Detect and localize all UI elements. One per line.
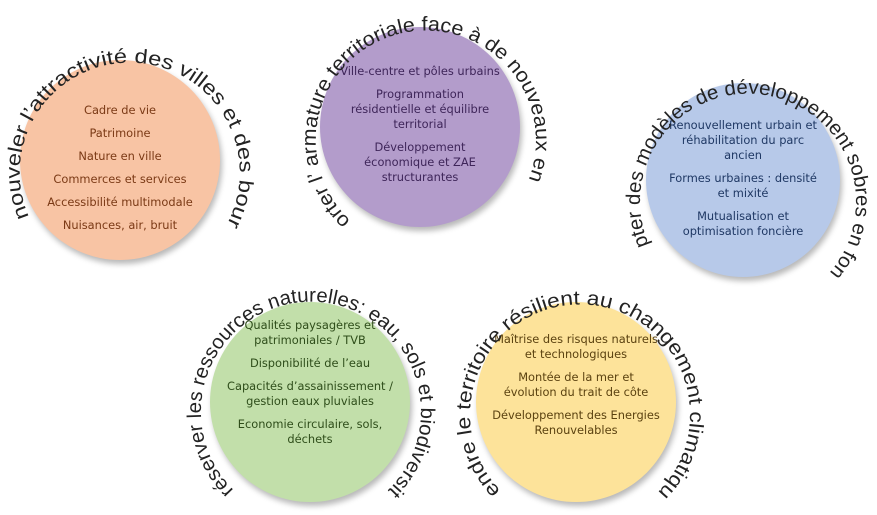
item-accessibilite: Accessibilité multimodale <box>47 195 193 209</box>
item-programmation: Programmation résidentielle et équilibre… <box>350 87 490 131</box>
items-attractivite: Cadre de vie Patrimoine Nature en ville … <box>30 103 210 233</box>
circle-ressources-naturelles <box>210 302 410 502</box>
item-mutualisation: Mutualisation et optimisation foncière <box>682 209 804 238</box>
circle-sobriete-fonciere <box>646 83 840 277</box>
item-patrimoine: Patrimoine <box>89 126 151 140</box>
item-economie-circulaire: Economie circulaire, sols, déchets <box>237 417 383 446</box>
arc-title-sobriete: Adopter des modèles de développement sob… <box>0 0 873 283</box>
circle-armature <box>320 27 520 227</box>
item-qualites-paysageres: Qualités paysagères et patrimoniales / T… <box>244 318 376 347</box>
circle-resilience <box>476 302 676 502</box>
item-disponibilite-eau: Disponibilité de l’eau <box>249 356 371 370</box>
item-commerces: Commerces et services <box>53 172 187 186</box>
item-risques: Maîtrise des risques naturels et technol… <box>494 332 658 361</box>
arc-title-armature: Conforter l’ armature territoriale face … <box>0 0 553 233</box>
arc-title-resilience: Rendre le territoire résilient au change… <box>0 0 707 504</box>
item-montee-mer: Montée de la mer et évolution du trait d… <box>503 370 649 399</box>
circle-attractivite <box>20 60 220 260</box>
item-formes-urbaines: Formes urbaines : densité et mixité <box>669 171 817 200</box>
items-ressources: Qualités paysagères et patrimoniales / T… <box>222 318 398 447</box>
item-assainissement: Capacités d’assainissement / gestion eau… <box>227 379 393 408</box>
item-energies: Développement des Energies Renouvelables <box>492 408 660 437</box>
arc-title-attractivite: Renouveler l’attractivité des villes et … <box>0 0 257 232</box>
items-sobriete: Renouvellement urbain et réhabilitation … <box>662 118 824 239</box>
item-developpement-economique: Développement économique et ZAE structur… <box>364 140 476 184</box>
item-nuisances: Nuisances, air, bruit <box>62 218 178 232</box>
item-cadre-de-vie: Cadre de vie <box>84 103 156 117</box>
item-renouvellement: Renouvellement urbain et réhabilitation … <box>669 118 817 162</box>
items-armature: Ville-centre et pôles urbains Programmat… <box>340 64 500 185</box>
items-resilience: Maîtrise des risques naturels et technol… <box>492 332 660 438</box>
item-nature-en-ville: Nature en ville <box>78 149 162 163</box>
item-ville-centre: Ville-centre et pôles urbains <box>340 64 500 78</box>
